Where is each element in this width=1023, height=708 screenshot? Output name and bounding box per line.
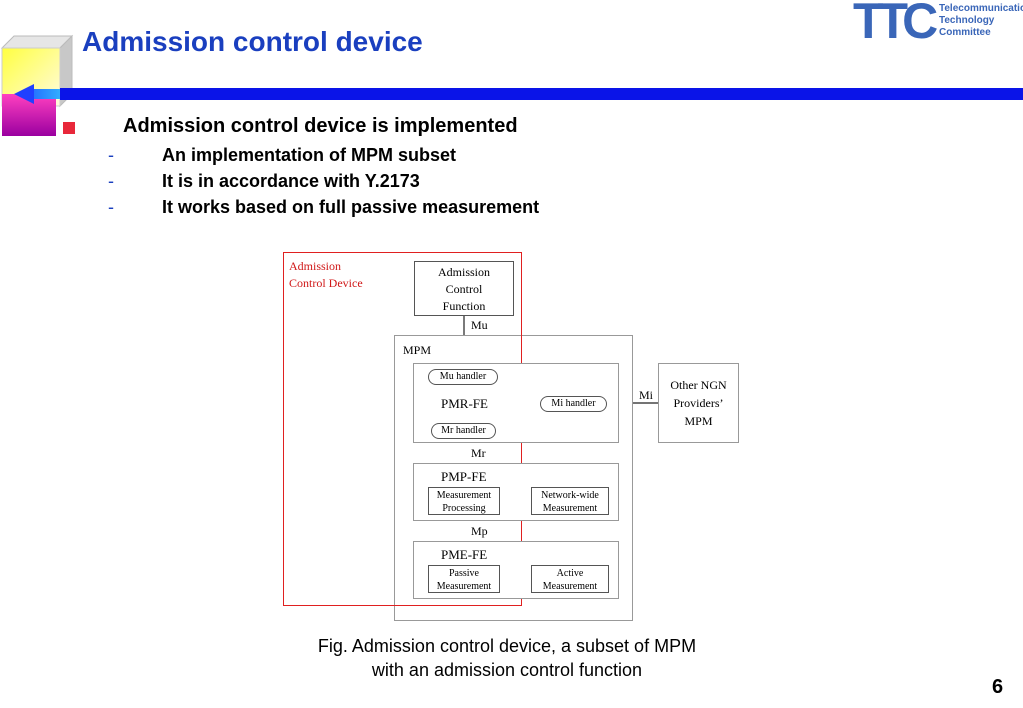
meas-proc-line-1: Measurement bbox=[436, 490, 492, 501]
mu-label: Mu bbox=[471, 318, 488, 332]
active-line-2: Measurement bbox=[542, 581, 598, 592]
page-title: Admission control device bbox=[82, 26, 423, 57]
logo-letters: TTC bbox=[853, 0, 938, 49]
passive-line-2: Measurement bbox=[436, 581, 492, 592]
pmp-fe-label: PMP-FE bbox=[441, 469, 487, 484]
sub-item-3: It works based on full passive measureme… bbox=[162, 197, 540, 217]
passive-line-1: Passive bbox=[449, 568, 479, 579]
network-wide-measurement-box: Network-wide Measurement bbox=[531, 487, 609, 515]
logo-text: Telecommunication Technology Committee bbox=[939, 3, 1023, 39]
measurement-processing-box: Measurement Processing bbox=[428, 487, 500, 515]
active-measurement-box: Active Measurement bbox=[531, 565, 609, 593]
dash-3: - bbox=[108, 197, 114, 217]
ttc-logo: TTC Telecommunication Technology Committ… bbox=[853, 0, 1023, 49]
pmr-fe-label: PMR-FE bbox=[441, 396, 488, 411]
mpm-label: MPM bbox=[403, 343, 432, 357]
pme-fe-label: PME-FE bbox=[441, 547, 488, 562]
other-ngn-box: Other NGN Providers’ MPM bbox=[658, 363, 739, 443]
nw-line-2: Measurement bbox=[542, 503, 598, 514]
mr-label: Mr bbox=[471, 446, 486, 460]
mr-handler: Mr handler bbox=[431, 423, 496, 439]
dash-1: - bbox=[108, 145, 114, 165]
nw-line-1: Network-wide bbox=[541, 490, 599, 501]
mu-handler: Mu handler bbox=[428, 369, 498, 385]
figure-caption: Fig. Admission control device, a subset … bbox=[255, 634, 759, 682]
caption-line-2: with an admission control function bbox=[371, 660, 643, 680]
acf-line-1: Admission bbox=[437, 265, 490, 279]
caption-line-1: Fig. Admission control device, a subset … bbox=[317, 636, 697, 656]
acd-label: Admission Control Device bbox=[289, 258, 363, 292]
passive-measurement-box: Passive Measurement bbox=[428, 565, 500, 593]
sub-item-1: An implementation of MPM subset bbox=[162, 145, 457, 165]
other-line-3: MPM bbox=[684, 414, 713, 428]
bullet-main: Admission control device is implemented bbox=[123, 115, 518, 137]
other-line-2: Providers’ bbox=[673, 396, 724, 410]
acd-label-line-1: Admission bbox=[289, 259, 342, 273]
header-bar bbox=[60, 88, 1023, 100]
acf-line-2: Control bbox=[445, 282, 483, 296]
bullet-square-icon bbox=[63, 122, 75, 134]
acd-label-line-2: Control Device bbox=[289, 276, 363, 290]
mi-handler: Mi handler bbox=[540, 396, 607, 412]
mp-label: Mp bbox=[471, 524, 488, 538]
logo-line-2: Technology bbox=[939, 15, 995, 26]
logo-line-3: Committee bbox=[939, 27, 991, 38]
page-number: 6 bbox=[992, 676, 1004, 698]
other-line-1: Other NGN bbox=[670, 378, 727, 392]
meas-proc-line-2: Processing bbox=[442, 503, 486, 514]
dash-2: - bbox=[108, 171, 114, 191]
sub-item-2: It is in accordance with Y.2173 bbox=[162, 171, 420, 191]
acf-box: Admission Control Function bbox=[414, 261, 514, 316]
active-line-1: Active bbox=[556, 568, 584, 579]
acf-line-3: Function bbox=[442, 299, 486, 313]
logo-line-1: Telecommunication bbox=[939, 3, 1023, 14]
mi-label: Mi bbox=[639, 388, 654, 402]
